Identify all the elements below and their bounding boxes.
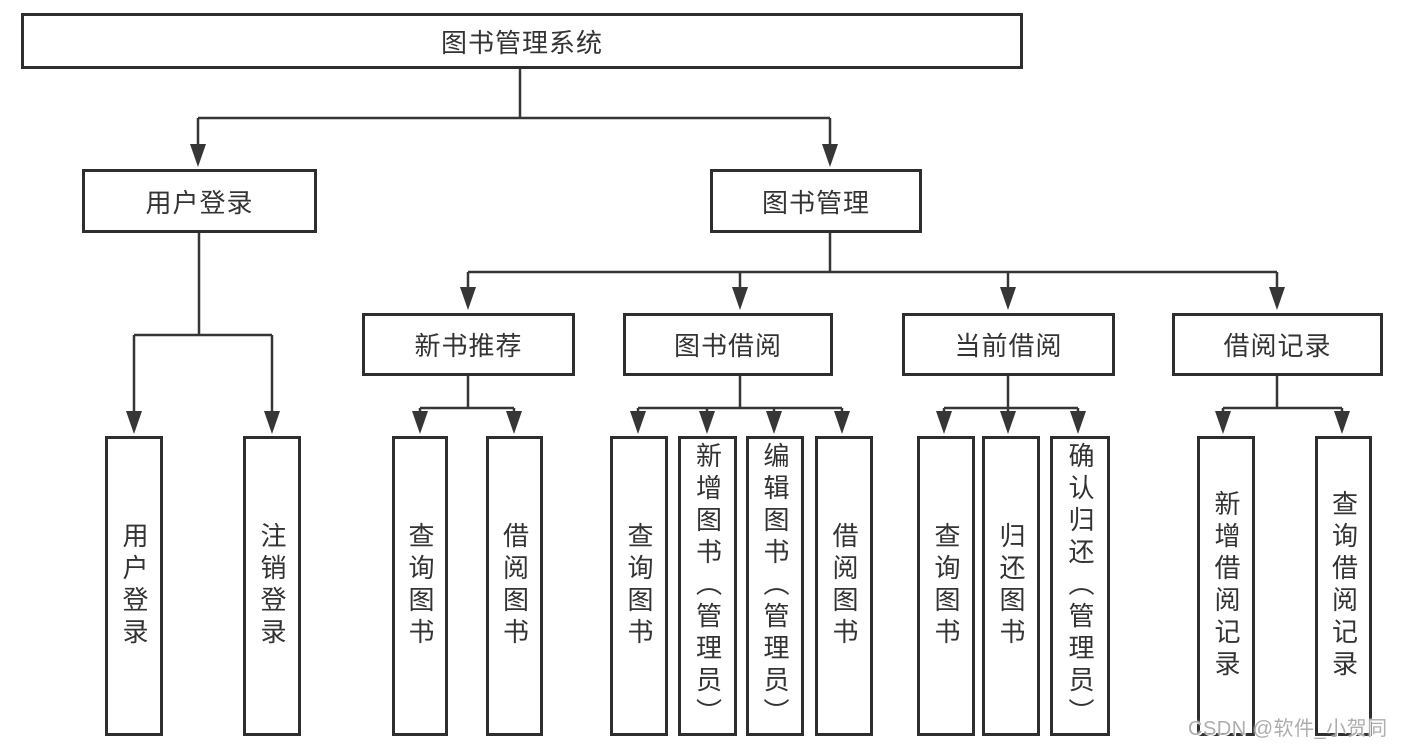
leaf-logout: 注销登录	[243, 436, 301, 736]
node-label: 新增图书（管理员）	[692, 442, 723, 730]
node-label: 借阅记录	[1223, 331, 1332, 361]
leaf-return-books: 归还图书	[982, 436, 1040, 736]
node-label: 新增借阅记录	[1211, 490, 1241, 682]
node-library-management-system: 图书管理系统	[21, 13, 1023, 69]
leaf-confirm-return-admin: 确认归还（管理员）	[1050, 436, 1110, 736]
node-label: 注销登录	[257, 522, 287, 650]
node-label: 归还图书	[996, 522, 1026, 650]
leaf-add-book-admin: 新增图书（管理员）	[678, 436, 737, 736]
node-book-borrowing: 图书借阅	[623, 313, 833, 376]
node-label: 图书管理	[761, 187, 870, 218]
node-label: 用户登录	[145, 187, 254, 218]
node-label: 编辑图书（管理员）	[760, 442, 790, 730]
leaf-edit-book-admin: 编辑图书（管理员）	[746, 436, 804, 736]
node-label: 查询图书	[405, 522, 435, 650]
node-new-book-recommendation: 新书推荐	[362, 313, 575, 376]
node-label: 查询图书	[624, 522, 654, 650]
node-label: 借阅图书	[499, 522, 530, 650]
leaf-query-books-borrow: 查询图书	[610, 436, 668, 736]
node-book-management: 图书管理	[710, 169, 922, 233]
node-label: 当前借阅	[954, 331, 1063, 361]
leaf-query-books-recommend: 查询图书	[392, 436, 448, 736]
leaf-user-login: 用户登录	[105, 436, 163, 736]
node-label: 确认归还（管理员）	[1065, 442, 1095, 730]
leaf-borrow-books-recommend: 借阅图书	[486, 436, 543, 736]
node-borrowing-records: 借阅记录	[1172, 313, 1383, 376]
arrowheads	[126, 144, 1350, 434]
node-label: 图书管理系统	[440, 27, 603, 58]
node-user-login: 用户登录	[82, 169, 317, 233]
node-label: 查询借阅记录	[1328, 490, 1359, 682]
csdn-watermark: CSDN @软件_小贺同学	[1188, 718, 1388, 740]
leaf-add-borrow-record: 新增借阅记录	[1197, 436, 1255, 736]
node-current-borrowing: 当前借阅	[902, 313, 1115, 376]
node-label: 借阅图书	[829, 522, 859, 650]
leaf-query-borrow-record: 查询借阅记录	[1315, 436, 1372, 736]
node-label: 查询图书	[931, 522, 961, 650]
node-label: 用户登录	[119, 522, 149, 650]
leaf-borrow-books: 借阅图书	[815, 436, 873, 736]
node-label: 图书借阅	[673, 331, 782, 361]
leaf-query-books-current: 查询图书	[917, 436, 975, 736]
node-label: 新书推荐	[414, 331, 523, 361]
